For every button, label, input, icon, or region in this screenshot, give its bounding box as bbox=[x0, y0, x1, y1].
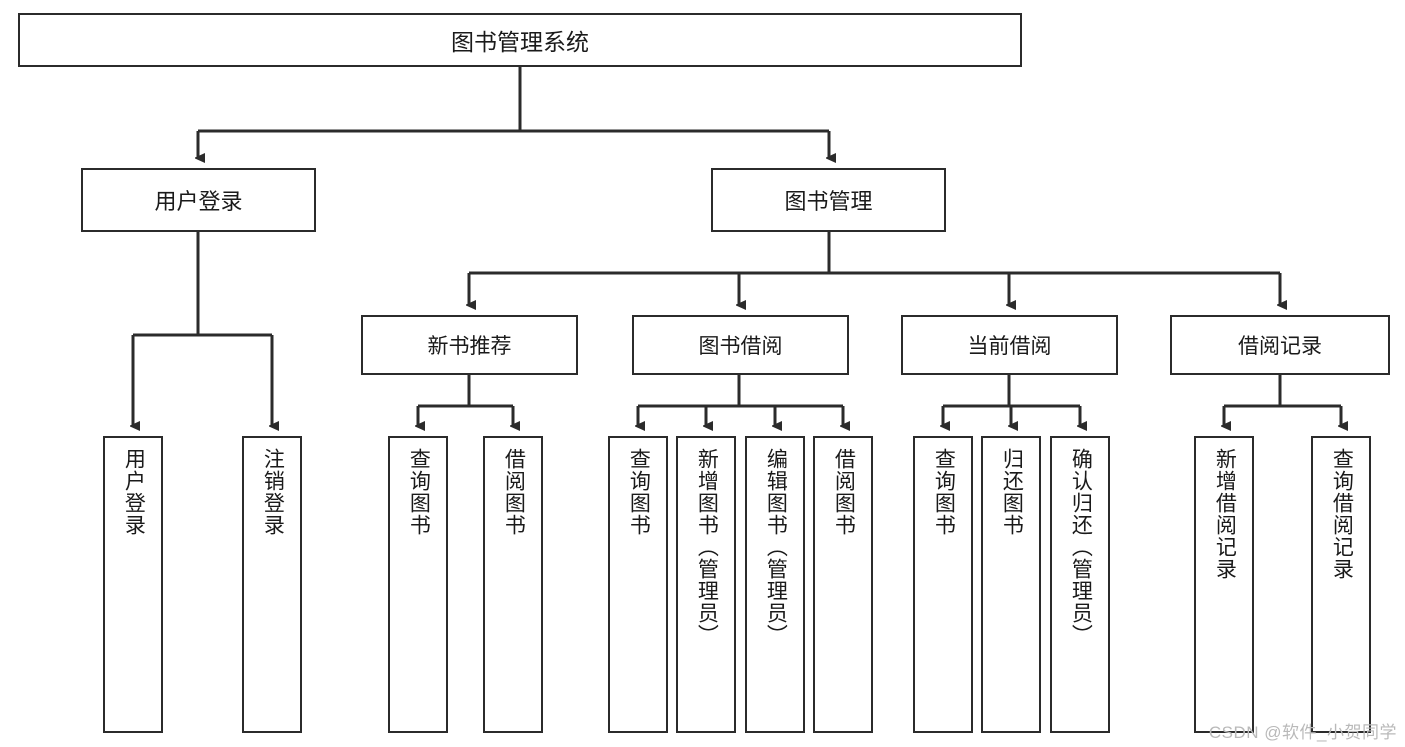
leaf-label: 查询图书 bbox=[932, 448, 956, 536]
leaf-borrow-book[interactable]: 借阅图书 bbox=[813, 436, 873, 733]
leaf-add-book-admin[interactable]: 新增图书（管理员） bbox=[676, 436, 736, 733]
leaf-label: 查询借阅记录 bbox=[1330, 448, 1354, 580]
leaf-label: 确认归还（管理员） bbox=[1069, 448, 1093, 646]
leaf-label: 归还图书 bbox=[1000, 448, 1024, 536]
leaf-query-book-new[interactable]: 查询图书 bbox=[388, 436, 448, 733]
node-label: 图书管理系统 bbox=[451, 29, 589, 55]
leaf-confirm-return-admin[interactable]: 确认归还（管理员） bbox=[1050, 436, 1110, 733]
leaf-label: 查询图书 bbox=[627, 448, 651, 536]
leaf-query-borrow-record[interactable]: 查询借阅记录 bbox=[1311, 436, 1371, 733]
leaf-logout-login[interactable]: 注销登录 bbox=[242, 436, 302, 733]
node-label: 图书借阅 bbox=[698, 335, 783, 358]
node-book-management[interactable]: 图书管理 bbox=[711, 168, 946, 232]
node-label: 当前借阅 bbox=[967, 335, 1052, 358]
leaf-user-login[interactable]: 用户登录 bbox=[103, 436, 163, 733]
leaf-label: 借阅图书 bbox=[832, 448, 856, 536]
node-label: 用户登录 bbox=[154, 189, 243, 214]
node-user-login[interactable]: 用户登录 bbox=[81, 168, 316, 232]
node-new-book-recommend[interactable]: 新书推荐 bbox=[361, 315, 578, 375]
leaf-label: 查询图书 bbox=[407, 448, 431, 536]
leaf-label: 用户登录 bbox=[122, 448, 146, 536]
node-current-borrow[interactable]: 当前借阅 bbox=[901, 315, 1118, 375]
leaf-return-book[interactable]: 归还图书 bbox=[981, 436, 1041, 733]
leaf-add-borrow-record[interactable]: 新增借阅记录 bbox=[1194, 436, 1254, 733]
leaf-borrow-book-new[interactable]: 借阅图书 bbox=[483, 436, 543, 733]
node-root-book-management-system[interactable]: 图书管理系统 bbox=[18, 13, 1022, 67]
leaf-query-book-borrow[interactable]: 查询图书 bbox=[608, 436, 668, 733]
node-label: 图书管理 bbox=[784, 189, 873, 214]
leaf-label: 编辑图书（管理员） bbox=[764, 448, 788, 646]
node-label: 借阅记录 bbox=[1238, 335, 1322, 358]
leaf-label: 新增借阅记录 bbox=[1213, 448, 1237, 580]
leaf-label: 借阅图书 bbox=[502, 448, 526, 536]
leaf-label: 注销登录 bbox=[261, 448, 285, 536]
leaf-label: 新增图书（管理员） bbox=[695, 448, 719, 646]
leaf-edit-book-admin[interactable]: 编辑图书（管理员） bbox=[745, 436, 805, 733]
watermark: CSDN @软件_小贺同学 bbox=[1208, 723, 1397, 742]
node-borrow-record[interactable]: 借阅记录 bbox=[1170, 315, 1390, 375]
leaf-query-book-current[interactable]: 查询图书 bbox=[913, 436, 973, 733]
node-label: 新书推荐 bbox=[427, 335, 512, 358]
node-book-borrow[interactable]: 图书借阅 bbox=[632, 315, 849, 375]
